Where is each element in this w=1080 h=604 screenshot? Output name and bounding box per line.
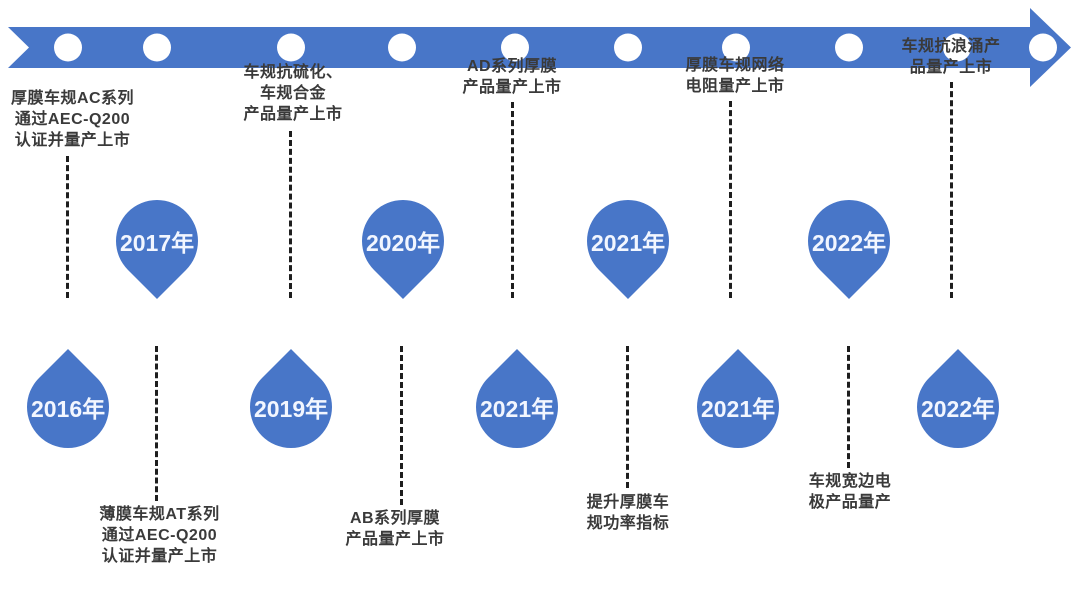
year-label: 2022年 <box>811 229 887 256</box>
connector-line <box>729 101 732 298</box>
timeline-node-dot <box>614 33 642 62</box>
timeline-node-dot <box>835 33 863 62</box>
year-label: 2021年 <box>700 395 776 422</box>
year-drop: 2021年 <box>680 349 796 465</box>
connector-line <box>847 346 850 468</box>
timeline-node-dot <box>722 33 750 62</box>
year-drop: 2022年 <box>791 183 907 299</box>
milestone-label: AB系列厚膜 产品量产上市 <box>345 510 445 548</box>
connector-line <box>400 346 403 505</box>
year-label: 2021年 <box>590 229 666 256</box>
connector-line <box>289 131 292 298</box>
timeline-node-dot <box>1029 33 1057 62</box>
milestone-label: 厚膜车规AC系列 通过AEC-Q200 认证并量产上市 <box>10 90 135 149</box>
year-label: 2022年 <box>920 395 996 422</box>
year-label: 2021年 <box>479 395 555 422</box>
connector-line <box>950 82 953 298</box>
timeline-node-dot <box>501 33 529 62</box>
year-drop: 2016年 <box>10 349 126 465</box>
milestone-label: 车规抗浪涌产 品量产上市 <box>901 38 1001 76</box>
timeline-node-dot <box>388 33 416 62</box>
year-drop: 2019年 <box>233 349 349 465</box>
timeline-arrow-shape <box>8 8 1071 87</box>
milestone-label: 提升厚膜车 规功率指标 <box>586 494 670 532</box>
year-drop: 2017年 <box>99 183 215 299</box>
year-drop: 2022年 <box>900 349 1016 465</box>
milestone-label: 薄膜车规AT系列 通过AEC-Q200 认证并量产上市 <box>99 506 220 565</box>
timeline-node-dot <box>143 33 171 62</box>
year-label: 2019年 <box>253 395 329 422</box>
year-drop: 2020年 <box>345 183 461 299</box>
timeline-node-dot <box>54 33 82 62</box>
year-label: 2016年 <box>30 395 106 422</box>
milestone-label: 厚膜车规网络 电阻量产上市 <box>685 57 785 95</box>
timeline-arrow <box>8 8 1071 87</box>
connector-line <box>626 346 629 488</box>
year-drop: 2021年 <box>570 183 686 299</box>
timeline-node-dot <box>277 33 305 62</box>
timeline-node-dot <box>943 33 971 62</box>
year-label: 2017年 <box>119 229 195 256</box>
year-drop: 2021年 <box>459 349 575 465</box>
milestone-label: 车规宽边电 极产品量产 <box>808 473 892 511</box>
connector-line <box>511 102 514 298</box>
milestone-label: 车规抗硫化、 车规合金 产品量产上市 <box>243 64 343 123</box>
year-label: 2020年 <box>365 229 441 256</box>
milestone-label: AD系列厚膜 产品量产上市 <box>462 58 562 96</box>
connector-line <box>155 346 158 501</box>
connector-line <box>66 156 69 298</box>
